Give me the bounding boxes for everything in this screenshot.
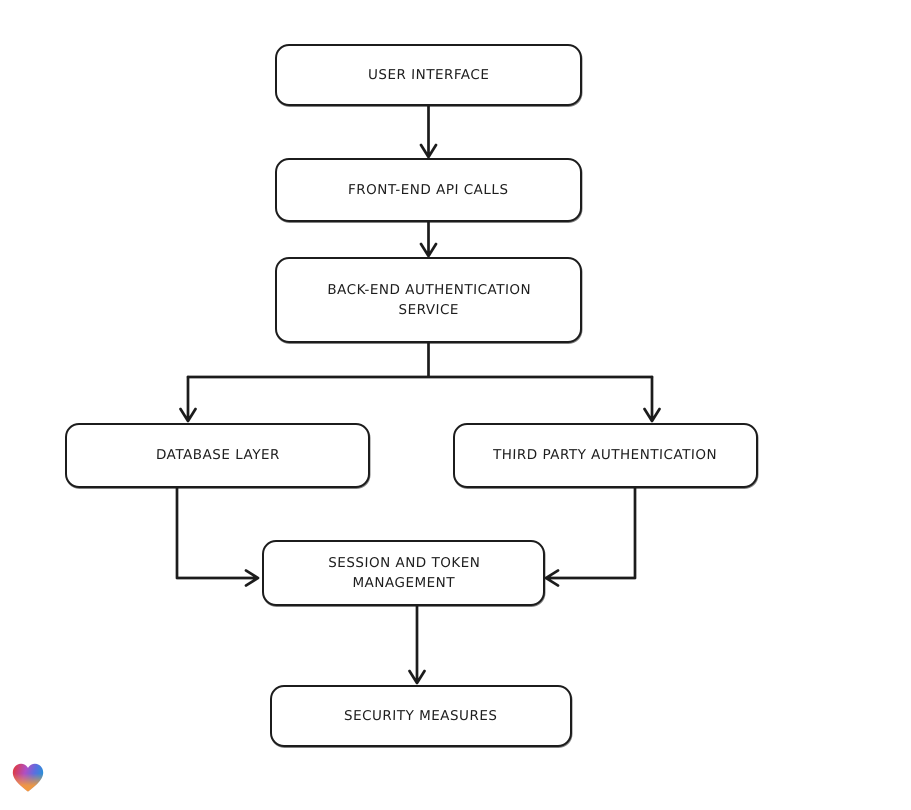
node-label: THIRD PARTY AUTHENTICATION (493, 447, 718, 464)
edge-user-to-frontend (419, 104, 438, 159)
node-label: USER INTERFACE (367, 66, 490, 83)
edge-session-to-security (408, 604, 426, 685)
heart-icon[interactable] (10, 760, 46, 795)
node-label: BACK-END AUTHENTICATION SERVICE (326, 281, 531, 318)
edge-split-to-database (179, 375, 197, 423)
node-security-measures: SECURITY MEASURES (270, 685, 572, 747)
node-front-end-api-calls: FRONT-END API CALLS (275, 158, 582, 222)
node-session-and-token-management: SESSION AND TOKEN MANAGEMENT (262, 540, 545, 606)
node-third-party-authentication: THIRD PARTY AUTHENTICATION (453, 423, 758, 488)
edge-database-to-session (175, 486, 260, 587)
node-back-end-authentication-service: BACK-END AUTHENTICATION SERVICE (275, 257, 582, 343)
node-label: SESSION AND TOKEN MANAGEMENT (327, 554, 481, 591)
edge-thirdparty-to-session (544, 486, 637, 587)
node-label: FRONT-END API CALLS (348, 181, 509, 198)
node-database-layer: DATABASE LAYER (65, 423, 370, 488)
node-user-interface: USER INTERFACE (275, 44, 582, 106)
node-label: DATABASE LAYER (155, 447, 280, 464)
node-label: SECURITY MEASURES (344, 707, 498, 724)
edge-backend-split (186, 341, 654, 379)
edge-split-to-thirdparty (643, 375, 661, 423)
edge-frontend-to-backend (419, 220, 438, 258)
